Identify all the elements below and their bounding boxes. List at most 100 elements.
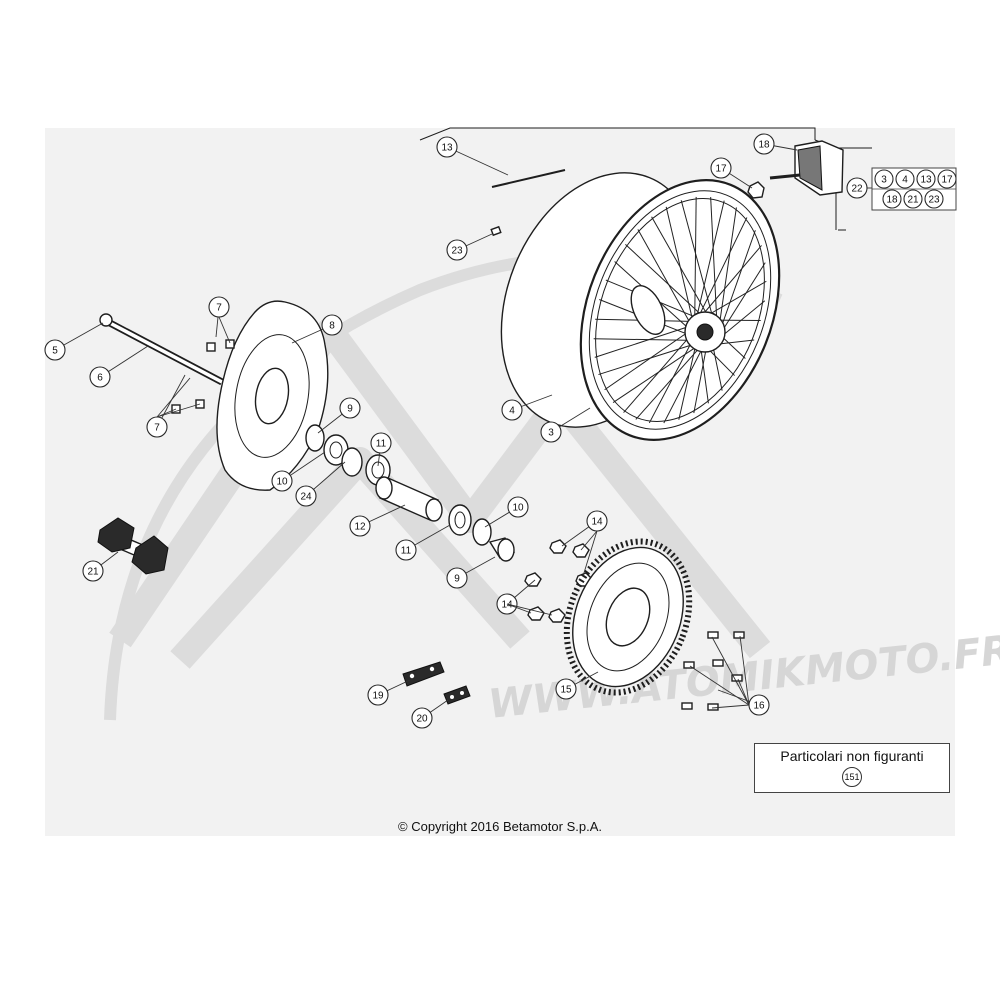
callout-circle xyxy=(411,707,433,729)
copyright-text: © Copyright 2016 Betamotor S.p.A. xyxy=(398,819,602,834)
callout-number: 4 xyxy=(509,406,515,417)
kit-item-circle xyxy=(895,169,915,189)
spoke xyxy=(716,262,766,340)
callout-c11a: 11 xyxy=(370,432,392,454)
multi-leader-lines xyxy=(156,316,750,709)
sprocket-nuts xyxy=(524,539,593,623)
spoke xyxy=(680,200,715,322)
callout-number: 12 xyxy=(354,522,366,533)
kit-item-circle xyxy=(882,189,902,209)
callout-c15: 15 xyxy=(555,678,577,700)
rear-wheel xyxy=(500,172,781,441)
right-spacer-bearing-set xyxy=(448,504,516,562)
kit-item-number: 23 xyxy=(928,195,940,206)
spoke xyxy=(718,230,756,335)
kit-group-row-2: 18 21 23 xyxy=(882,189,944,209)
callout-number: 14 xyxy=(591,517,603,528)
spoke xyxy=(718,207,737,330)
callout-number: 24 xyxy=(300,492,312,503)
note-reference-callout: 151 xyxy=(842,767,862,787)
spoke xyxy=(648,339,694,424)
callout-c16: 16 xyxy=(748,694,770,716)
kit-item-3: 3 xyxy=(874,169,894,189)
callout-c17: 17 xyxy=(710,157,732,179)
callout-c23: 23 xyxy=(446,239,468,261)
callout-c18: 18 xyxy=(753,133,775,155)
callout-number: 15 xyxy=(560,685,572,696)
callout-circle xyxy=(446,239,468,261)
rim-lock-cable xyxy=(491,169,566,188)
callout-circle xyxy=(507,496,529,518)
callout-circle xyxy=(271,470,293,492)
callout-number: 5 xyxy=(52,346,58,357)
callout-number: 8 xyxy=(329,321,335,332)
kit-item-13: 13 xyxy=(916,169,936,189)
callout-circle xyxy=(44,339,66,361)
callout-number: 10 xyxy=(512,503,524,514)
callout-number: 11 xyxy=(376,439,387,450)
valve-cap xyxy=(490,225,502,237)
callout-number: 18 xyxy=(758,140,770,151)
callout-c9b: 9 xyxy=(446,567,468,589)
callout-number: 22 xyxy=(851,184,863,195)
callout-number: 10 xyxy=(276,477,288,488)
callout-c9a: 9 xyxy=(339,397,361,419)
callout-c10b: 10 xyxy=(507,496,529,518)
callout-c7b: 7 xyxy=(146,416,168,438)
sprocket-bolts xyxy=(681,631,745,711)
callout-number: 13 xyxy=(441,143,453,154)
rear-axle xyxy=(99,313,224,386)
kit-item-number: 17 xyxy=(941,175,953,186)
leader-c13 xyxy=(446,146,509,176)
kit-item-circle xyxy=(874,169,894,189)
callout-c10a: 10 xyxy=(271,470,293,492)
callout-circle xyxy=(710,157,732,179)
callout-c24: 24 xyxy=(295,485,317,507)
rear-sprocket xyxy=(563,538,693,696)
callout-c11b: 11 xyxy=(395,539,417,561)
callout-number: 3 xyxy=(548,428,554,439)
callout-c12: 12 xyxy=(349,515,371,537)
rim-lock-nut xyxy=(747,181,765,199)
spoke xyxy=(700,345,709,404)
callout-number: 21 xyxy=(87,567,99,578)
callout-c14a: 14 xyxy=(586,510,608,532)
callout-c7a: 7 xyxy=(208,296,230,318)
callout-number: 9 xyxy=(347,404,353,415)
callout-number: 7 xyxy=(154,423,160,434)
callout-number: 7 xyxy=(216,303,222,314)
callout-c20: 20 xyxy=(411,707,433,729)
callout-number: 17 xyxy=(715,164,727,175)
callout-number: 14 xyxy=(501,600,513,611)
callout-number: 20 xyxy=(416,714,428,725)
kit-item-number: 4 xyxy=(902,175,908,186)
spoke xyxy=(710,197,718,325)
non-illustrated-parts-note: Particolari non figuranti 151 xyxy=(754,743,950,793)
rim-lock xyxy=(769,140,844,196)
callout-c8: 8 xyxy=(321,314,343,336)
callout-c13: 13 xyxy=(436,136,458,158)
callout-circle xyxy=(82,560,104,582)
callout-circle xyxy=(339,397,361,419)
callout-c6: 6 xyxy=(89,366,111,388)
callout-c3: 3 xyxy=(540,421,562,443)
callout-c22: 22 xyxy=(846,177,868,199)
spoke xyxy=(625,244,706,319)
callout-circle xyxy=(370,432,392,454)
spoke xyxy=(594,324,693,358)
callout-number: 11 xyxy=(401,546,412,557)
kit-item-number: 13 xyxy=(920,175,932,186)
master-link xyxy=(443,685,471,705)
callout-number: 6 xyxy=(97,373,103,384)
kit-item-circle xyxy=(903,189,923,209)
kit-item-number: 21 xyxy=(907,195,919,206)
callout-circle xyxy=(349,515,371,537)
callout-circle xyxy=(395,539,417,561)
callout-circle xyxy=(501,399,523,421)
kit-item-number: 18 xyxy=(886,195,898,206)
spoke xyxy=(678,342,697,420)
callout-c19: 19 xyxy=(367,684,389,706)
